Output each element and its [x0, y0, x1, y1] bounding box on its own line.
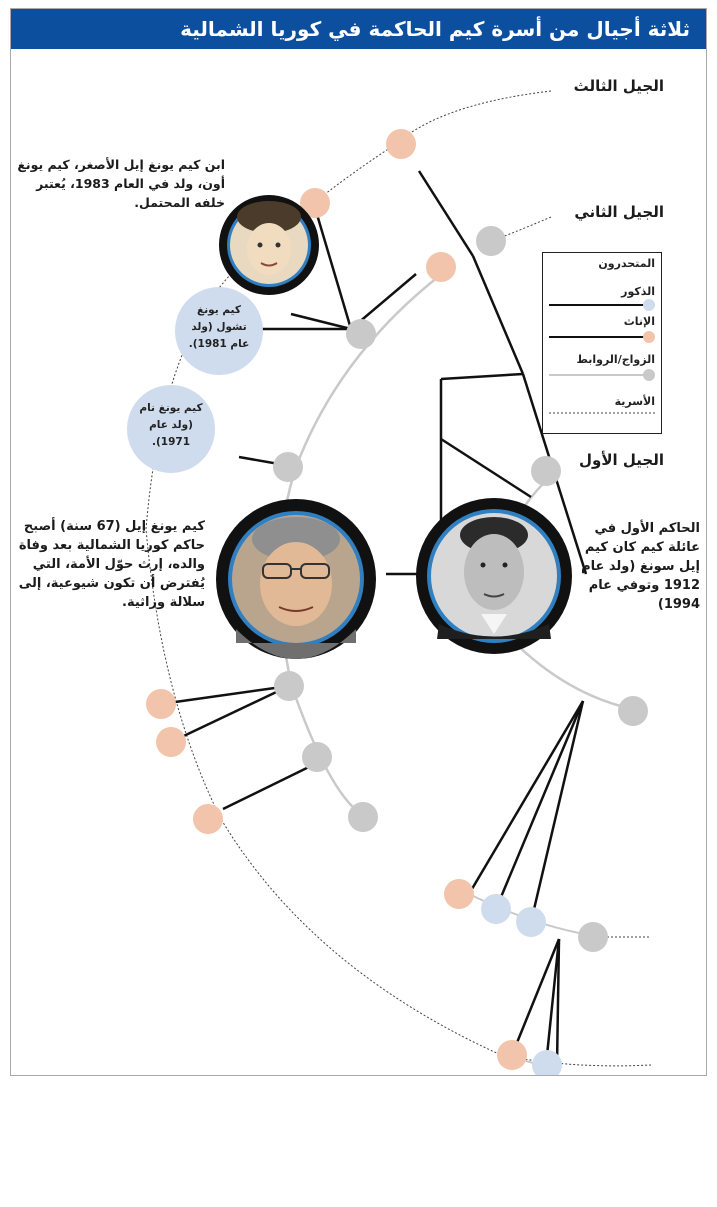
third-generation-arc — [145, 90, 652, 1067]
legend-males-label: الذكور — [621, 285, 655, 298]
legend-marriage-label: الزواج/الروابط — [576, 353, 655, 366]
male-node — [532, 1050, 562, 1075]
spouse-node — [346, 319, 376, 349]
spouse-node — [348, 802, 378, 832]
third-generation-label: الجيل الثالث — [573, 77, 664, 95]
second-generation-label: الجيل الثاني — [574, 203, 664, 221]
female-node — [386, 129, 416, 159]
spouse-node — [578, 922, 608, 952]
legend-females-label: الإناث — [623, 315, 655, 328]
male-node — [481, 894, 511, 924]
spouse-node — [302, 742, 332, 772]
legend-heading: المتحدرون — [598, 257, 655, 270]
infographic-frame: ثلاثة أجيال من أسرة كيم الحاكمة في كوريا… — [10, 8, 707, 1076]
kim-jong-il-note: كيم يونغ إيل (67 سنة) أصبح حاكم كوريا ال… — [18, 519, 205, 610]
male-nodes — [481, 894, 562, 1075]
spouse-node — [274, 671, 304, 701]
spouse-node — [531, 456, 561, 486]
spouse-node — [476, 226, 506, 256]
female-nodes — [146, 129, 527, 1070]
spouse-node — [618, 696, 648, 726]
legend-family-swatch — [549, 412, 657, 414]
kim-jong-nam-bubble — [127, 385, 215, 473]
kim-jong-un-portrait — [219, 195, 319, 295]
spouse-node — [273, 452, 303, 482]
kim-jong-il-portrait — [216, 499, 376, 659]
male-node — [516, 907, 546, 937]
spouse-nodes — [273, 226, 648, 952]
kim-il-sung-note: الحاكم الأول في عائلة كيم كان كيم إيل سو… — [581, 521, 700, 612]
female-node — [497, 1040, 527, 1070]
kim-il-sung-portrait — [416, 498, 572, 654]
kim-jong-chol-label: كيم يونغ تشول (ولد عام 1981). — [188, 304, 250, 350]
female-node — [300, 188, 330, 218]
legend-marriage-swatch — [549, 369, 655, 381]
legend-male-swatch — [549, 299, 655, 311]
female-node — [426, 252, 456, 282]
female-node — [193, 804, 223, 834]
kim-jong-un-note: ابن كيم يونغ إيل الأصغر، كيم يونغ أون، و… — [17, 157, 225, 210]
family-tree-diagram — [127, 90, 652, 1075]
legend-female-swatch — [549, 331, 655, 343]
legend-family-label: الأسرية — [614, 395, 655, 408]
kim-jong-nam-label: كيم يونغ نام (ولد عام 1971). — [139, 402, 203, 448]
page-title: ثلاثة أجيال من أسرة كيم الحاكمة في كوريا… — [11, 9, 706, 49]
female-node — [146, 689, 176, 719]
female-node — [156, 727, 186, 757]
female-node — [444, 879, 474, 909]
kim-jong-chol-bubble — [175, 287, 263, 375]
first-generation-label: الجيل الأول — [579, 451, 664, 469]
legend: المتحدرون الذكور الإناث الزواج/الروابط ا… — [542, 252, 662, 434]
